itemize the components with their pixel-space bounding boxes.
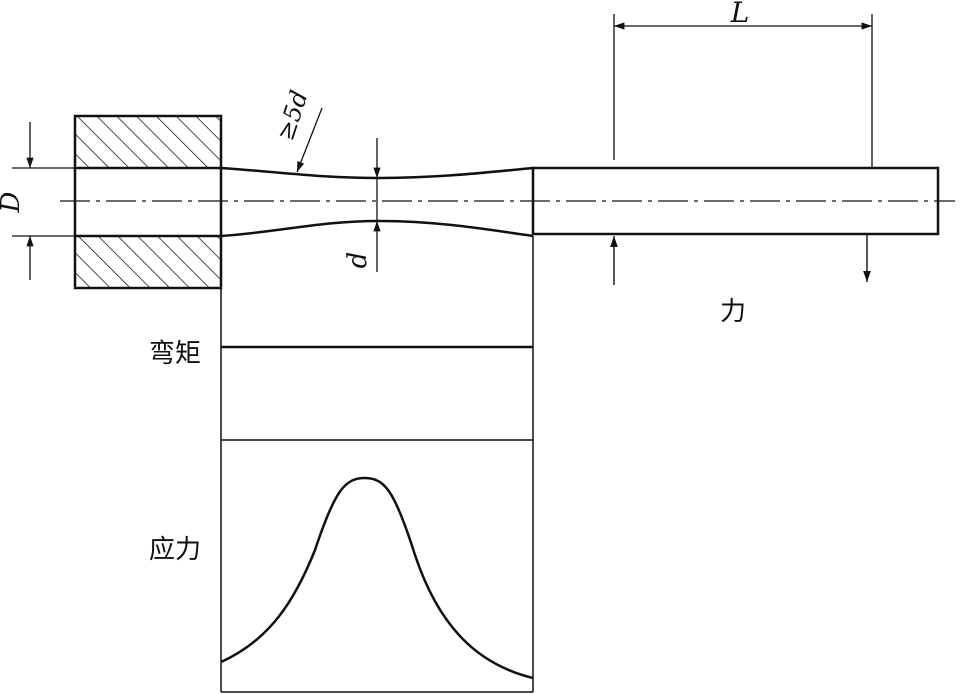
chuck-lower-jaw	[73, 234, 223, 290]
label-radius: ≥5d	[271, 87, 313, 144]
force-arrows	[610, 234, 871, 285]
chuck-upper-jaw	[73, 114, 223, 170]
dimension-L	[613, 14, 873, 168]
chuck-block	[73, 114, 223, 290]
radius-leader	[296, 107, 323, 173]
label-force: 力	[720, 297, 746, 327]
stress-curve	[220, 476, 534, 680]
moment-stress-panel	[220, 236, 534, 693]
label-bending-moment: 弯矩	[149, 339, 201, 369]
specimen	[220, 166, 940, 238]
label-D: D	[0, 191, 26, 213]
label-stress: 应力	[149, 535, 201, 565]
label-d: d	[343, 252, 373, 269]
dimension-D	[12, 122, 75, 280]
label-L: L	[730, 0, 750, 29]
specimen-neck-top	[220, 166, 534, 180]
